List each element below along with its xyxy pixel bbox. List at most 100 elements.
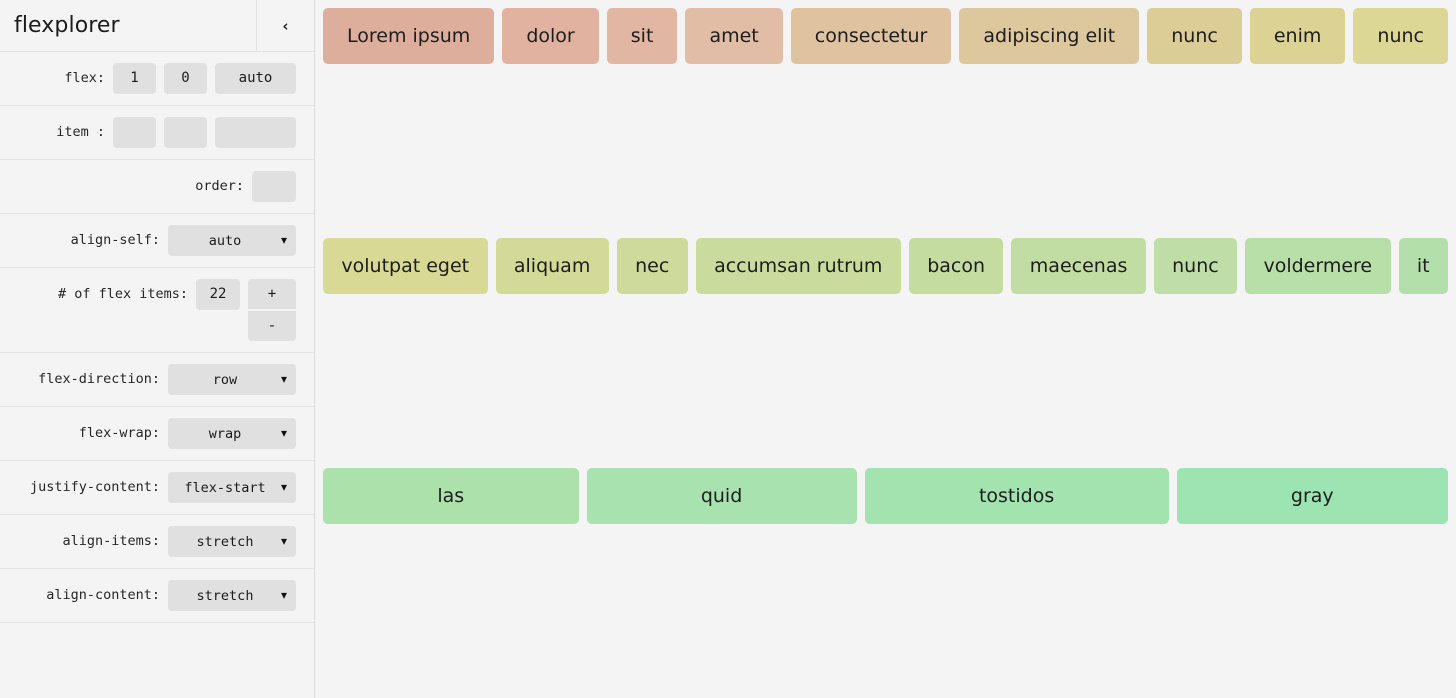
flex-item[interactable]: sit [606,8,678,64]
flex-item-label: maecenas [1029,255,1128,277]
select-align-self[interactable]: auto ▼ [168,225,296,256]
select-flex-wrap[interactable]: wrap ▼ [168,418,296,449]
control-label-flex: flex: [64,70,105,86]
flex-item-label: accumsan rutrum [714,255,883,277]
input-flex-0[interactable]: 1 [113,63,156,94]
flex-item-label: adipiscing elit [983,25,1116,47]
flex-item[interactable]: volutpat eget [323,238,488,294]
panel-header: flexplorer ‹ [0,0,314,52]
flex-item-label: las [437,485,465,507]
flex-item-label: nunc [1172,255,1219,277]
flex-item[interactable]: quid [586,468,857,524]
control-fields-num-flex-items: 22 +- [196,279,296,341]
flex-item[interactable]: bacon [908,238,1004,294]
chevron-down-icon: ▼ [280,235,287,246]
flex-item-label: nunc [1171,25,1218,47]
control-label-justify-content: justify-content: [29,479,160,495]
control-fields-justify-content: flex-start▼ [168,472,296,503]
flex-item[interactable]: consectetur [790,8,952,64]
control-label-flex-wrap: flex-wrap: [78,425,160,441]
select-value-flex-wrap: wrap [208,425,242,442]
flex-item[interactable]: las [323,468,579,524]
control-fields-align-self: auto ▼ [168,225,296,256]
flex-item-label: enim [1273,25,1322,47]
control-label-flex-direction: flex-direction: [38,371,160,387]
control-label-item: item : [56,124,105,140]
chevron-down-icon: ▼ [280,590,287,601]
flex-item[interactable]: maecenas [1011,238,1146,294]
control-label-order: order: [195,178,244,194]
control-row-align-self: align-self:auto▼ [0,214,314,268]
flex-item[interactable]: voldermere [1245,238,1391,294]
control-row-num-flex-items: # of flex items: 22 +- [0,268,314,353]
input-order-0[interactable] [252,171,296,202]
flex-item[interactable]: nunc [1153,238,1238,294]
flex-item-label: quid [700,485,743,507]
control-row-align-items: align-items: stretch▼ [0,515,314,569]
input-flex-1[interactable]: 0 [164,63,207,94]
flex-item[interactable]: nunc [1147,8,1242,64]
chevron-down-icon: ▼ [280,428,287,439]
flex-item[interactable]: adipiscing elit [959,8,1140,64]
flex-item-label: voldermere [1263,255,1373,277]
input-num-flex-items-0[interactable]: 22 [196,279,240,310]
chevron-left-icon[interactable]: ‹ [256,0,314,51]
flex-item-label: consectetur [814,25,928,47]
flex-item[interactable]: Lorem ipsum [323,8,495,64]
select-value-align-content: stretch [196,587,254,604]
chevron-down-icon: ▼ [280,374,287,385]
flex-item-label: sit [630,25,654,47]
flex-item[interactable]: it [1398,238,1449,294]
flex-item-label: gray [1290,485,1334,507]
select-flex-direction[interactable]: row ▼ [168,364,296,395]
chevron-down-icon: ▼ [280,536,287,547]
select-value-justify-content: flex-start [184,479,266,496]
control-fields-flex-wrap: wrap ▼ [168,418,296,449]
flex-item-label: bacon [927,255,986,277]
control-row-item: item : [0,106,314,160]
flex-item-label: Lorem ipsum [347,25,471,47]
flex-item[interactable]: gray [1176,468,1449,524]
input-item-1[interactable] [164,117,207,148]
flex-item[interactable]: dolor [502,8,599,64]
flex-container-canvas: Lorem ipsum dolor sit amet consectetur adipis… [315,0,1456,698]
select-align-content[interactable]: stretch ▼ [168,580,296,611]
control-fields-flex-direction: row ▼ [168,364,296,395]
flex-item-label: volutpat eget [341,255,470,277]
control-fields-align-content: stretch ▼ [168,580,296,611]
control-label-num-flex-items: # of flex items: [57,286,188,302]
flex-item[interactable]: tostidos [864,468,1169,524]
control-row-justify-content: justify-content: flex-start▼ [0,461,314,515]
control-row-flex-direction: flex-direction: row ▼ [0,353,314,407]
increment-button[interactable]: + [248,279,296,309]
input-flex-2[interactable]: auto [215,63,296,94]
flex-item-label: nec [635,255,670,277]
stepper-num-flex-items: +- [248,279,296,341]
control-label-align-items: align-items: [62,533,160,549]
flex-item-label: nunc [1377,25,1424,47]
decrement-button[interactable]: - [248,311,296,341]
control-row-align-content: align-content:stretch▼ [0,569,314,623]
control-fields-item [113,117,296,148]
select-align-items[interactable]: stretch▼ [168,526,296,557]
page-title: flexplorer [14,13,120,38]
select-justify-content[interactable]: flex-start▼ [168,472,296,503]
control-row-order: order: [0,160,314,214]
select-value-align-self: auto [208,232,242,249]
flex-item[interactable]: nunc [1353,8,1448,64]
flex-item[interactable]: nec [616,238,688,294]
control-fields-order [252,171,296,202]
select-value-flex-direction: row [212,371,238,388]
flex-item-label: it [1416,255,1430,277]
flex-item[interactable]: enim [1249,8,1346,64]
input-item-0[interactable] [113,117,156,148]
flex-item[interactable]: amet [685,8,783,64]
input-item-2[interactable] [215,117,296,148]
flex-item[interactable]: accumsan rutrum [695,238,901,294]
flex-item[interactable]: aliquam [495,238,609,294]
